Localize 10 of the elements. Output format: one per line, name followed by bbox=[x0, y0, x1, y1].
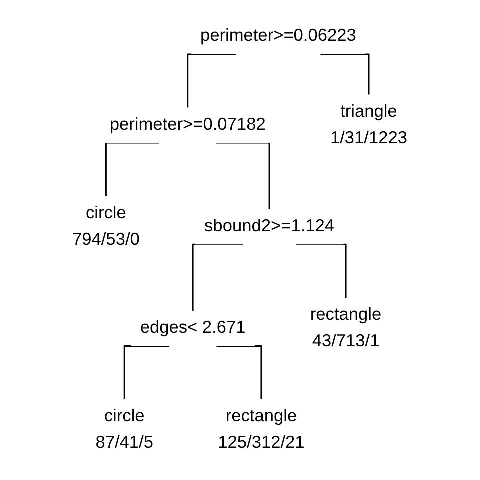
connector bbox=[216, 345, 262, 400]
connector bbox=[296, 244, 347, 298]
node-text: rectangle 43/713/1 bbox=[301, 298, 391, 360]
connector bbox=[320, 54, 370, 95]
connector bbox=[187, 54, 236, 108]
connector bbox=[216, 142, 270, 210]
connector bbox=[124, 345, 170, 400]
node-text: sbound2>=1.124 bbox=[195, 209, 344, 245]
connector bbox=[105, 142, 160, 196]
connector bbox=[192, 244, 244, 311]
